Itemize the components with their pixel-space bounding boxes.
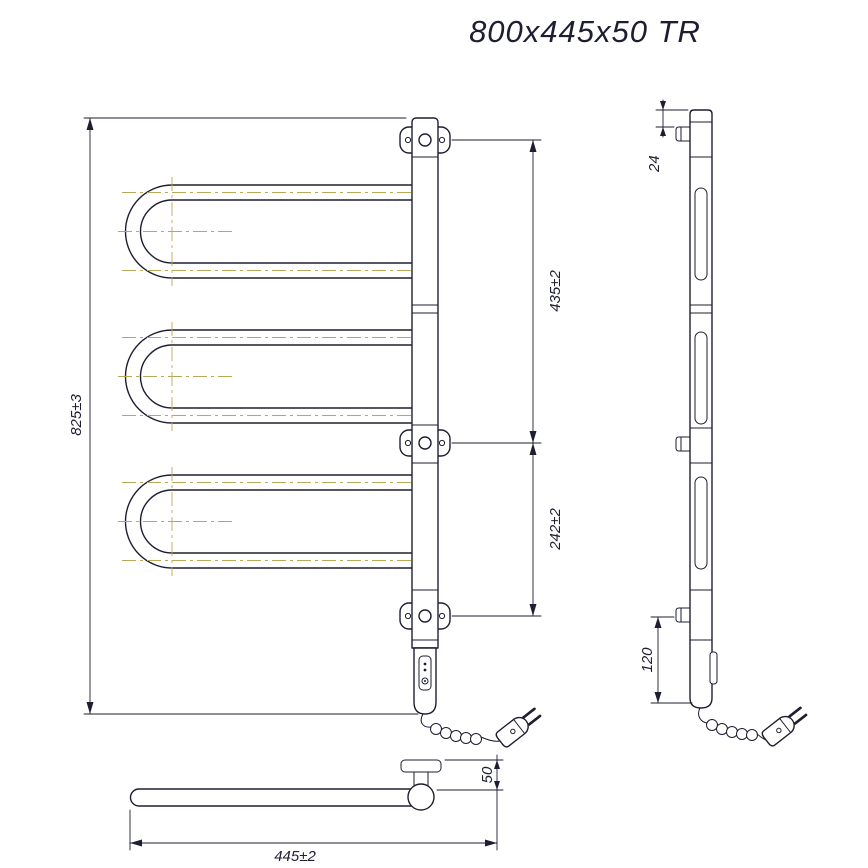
vertical-column [411,117,439,649]
dim-label-50: 50 [479,766,496,783]
dim-label-435: 435±2 [547,270,564,312]
side-flange-top [675,126,691,142]
centerline [118,177,428,286]
side-control-panel [709,651,718,685]
side-power-plug [759,702,811,749]
side-slot-1 [694,187,708,281]
bottom-view: 50 445±2 [129,754,504,865]
side-view: 24 120 [639,99,811,749]
bottom-column-section [407,783,435,811]
side-power-cord [698,707,767,741]
side-slot-2 [694,331,708,425]
control-unit [413,647,437,715]
dim-label-825: 825±3 [68,394,85,436]
side-profile [689,109,713,709]
bottom-bracket-plate [400,759,442,773]
dimension-bottom-offset: 120 [639,616,693,704]
dim-label-120: 120 [639,647,656,673]
towel-rail-loop-3 [118,467,428,576]
pivot-middle [418,436,432,450]
bracket-neck [413,771,429,786]
drawing-title: 800x445x50 TR [469,14,701,49]
front-view: 825±3 435±2 242±2 [68,117,564,750]
column-joints [411,156,439,641]
side-flange-middle [675,436,691,452]
power-cord [420,713,501,745]
towel-rail-loop-1 [118,177,428,286]
dim-label-24: 24 [646,155,663,173]
centerline [118,322,428,431]
bottom-rail-profile [129,788,422,807]
pivot-top [418,133,432,147]
dimension-overall-height: 825±3 [68,117,419,715]
power-knob-icon [421,677,429,685]
centerline [118,467,428,576]
towel-rail-loop-2 [118,322,428,431]
dimension-depth: 50 [436,754,504,796]
side-joints [689,121,713,641]
side-flange-bottom [675,607,691,623]
dimension-top-offset: 24 [646,99,689,173]
dimension-upper-span: 435±2 [451,139,564,444]
dim-label-445: 445±2 [274,848,316,865]
side-slot-3 [694,476,708,570]
control-panel [418,655,432,691]
dimension-lower-span: 242±2 [451,442,564,617]
dimension-overall-width: 445±2 [129,794,498,865]
power-plug [493,703,545,750]
pivot-bottom [418,609,432,623]
dim-label-242: 242±2 [547,508,564,551]
